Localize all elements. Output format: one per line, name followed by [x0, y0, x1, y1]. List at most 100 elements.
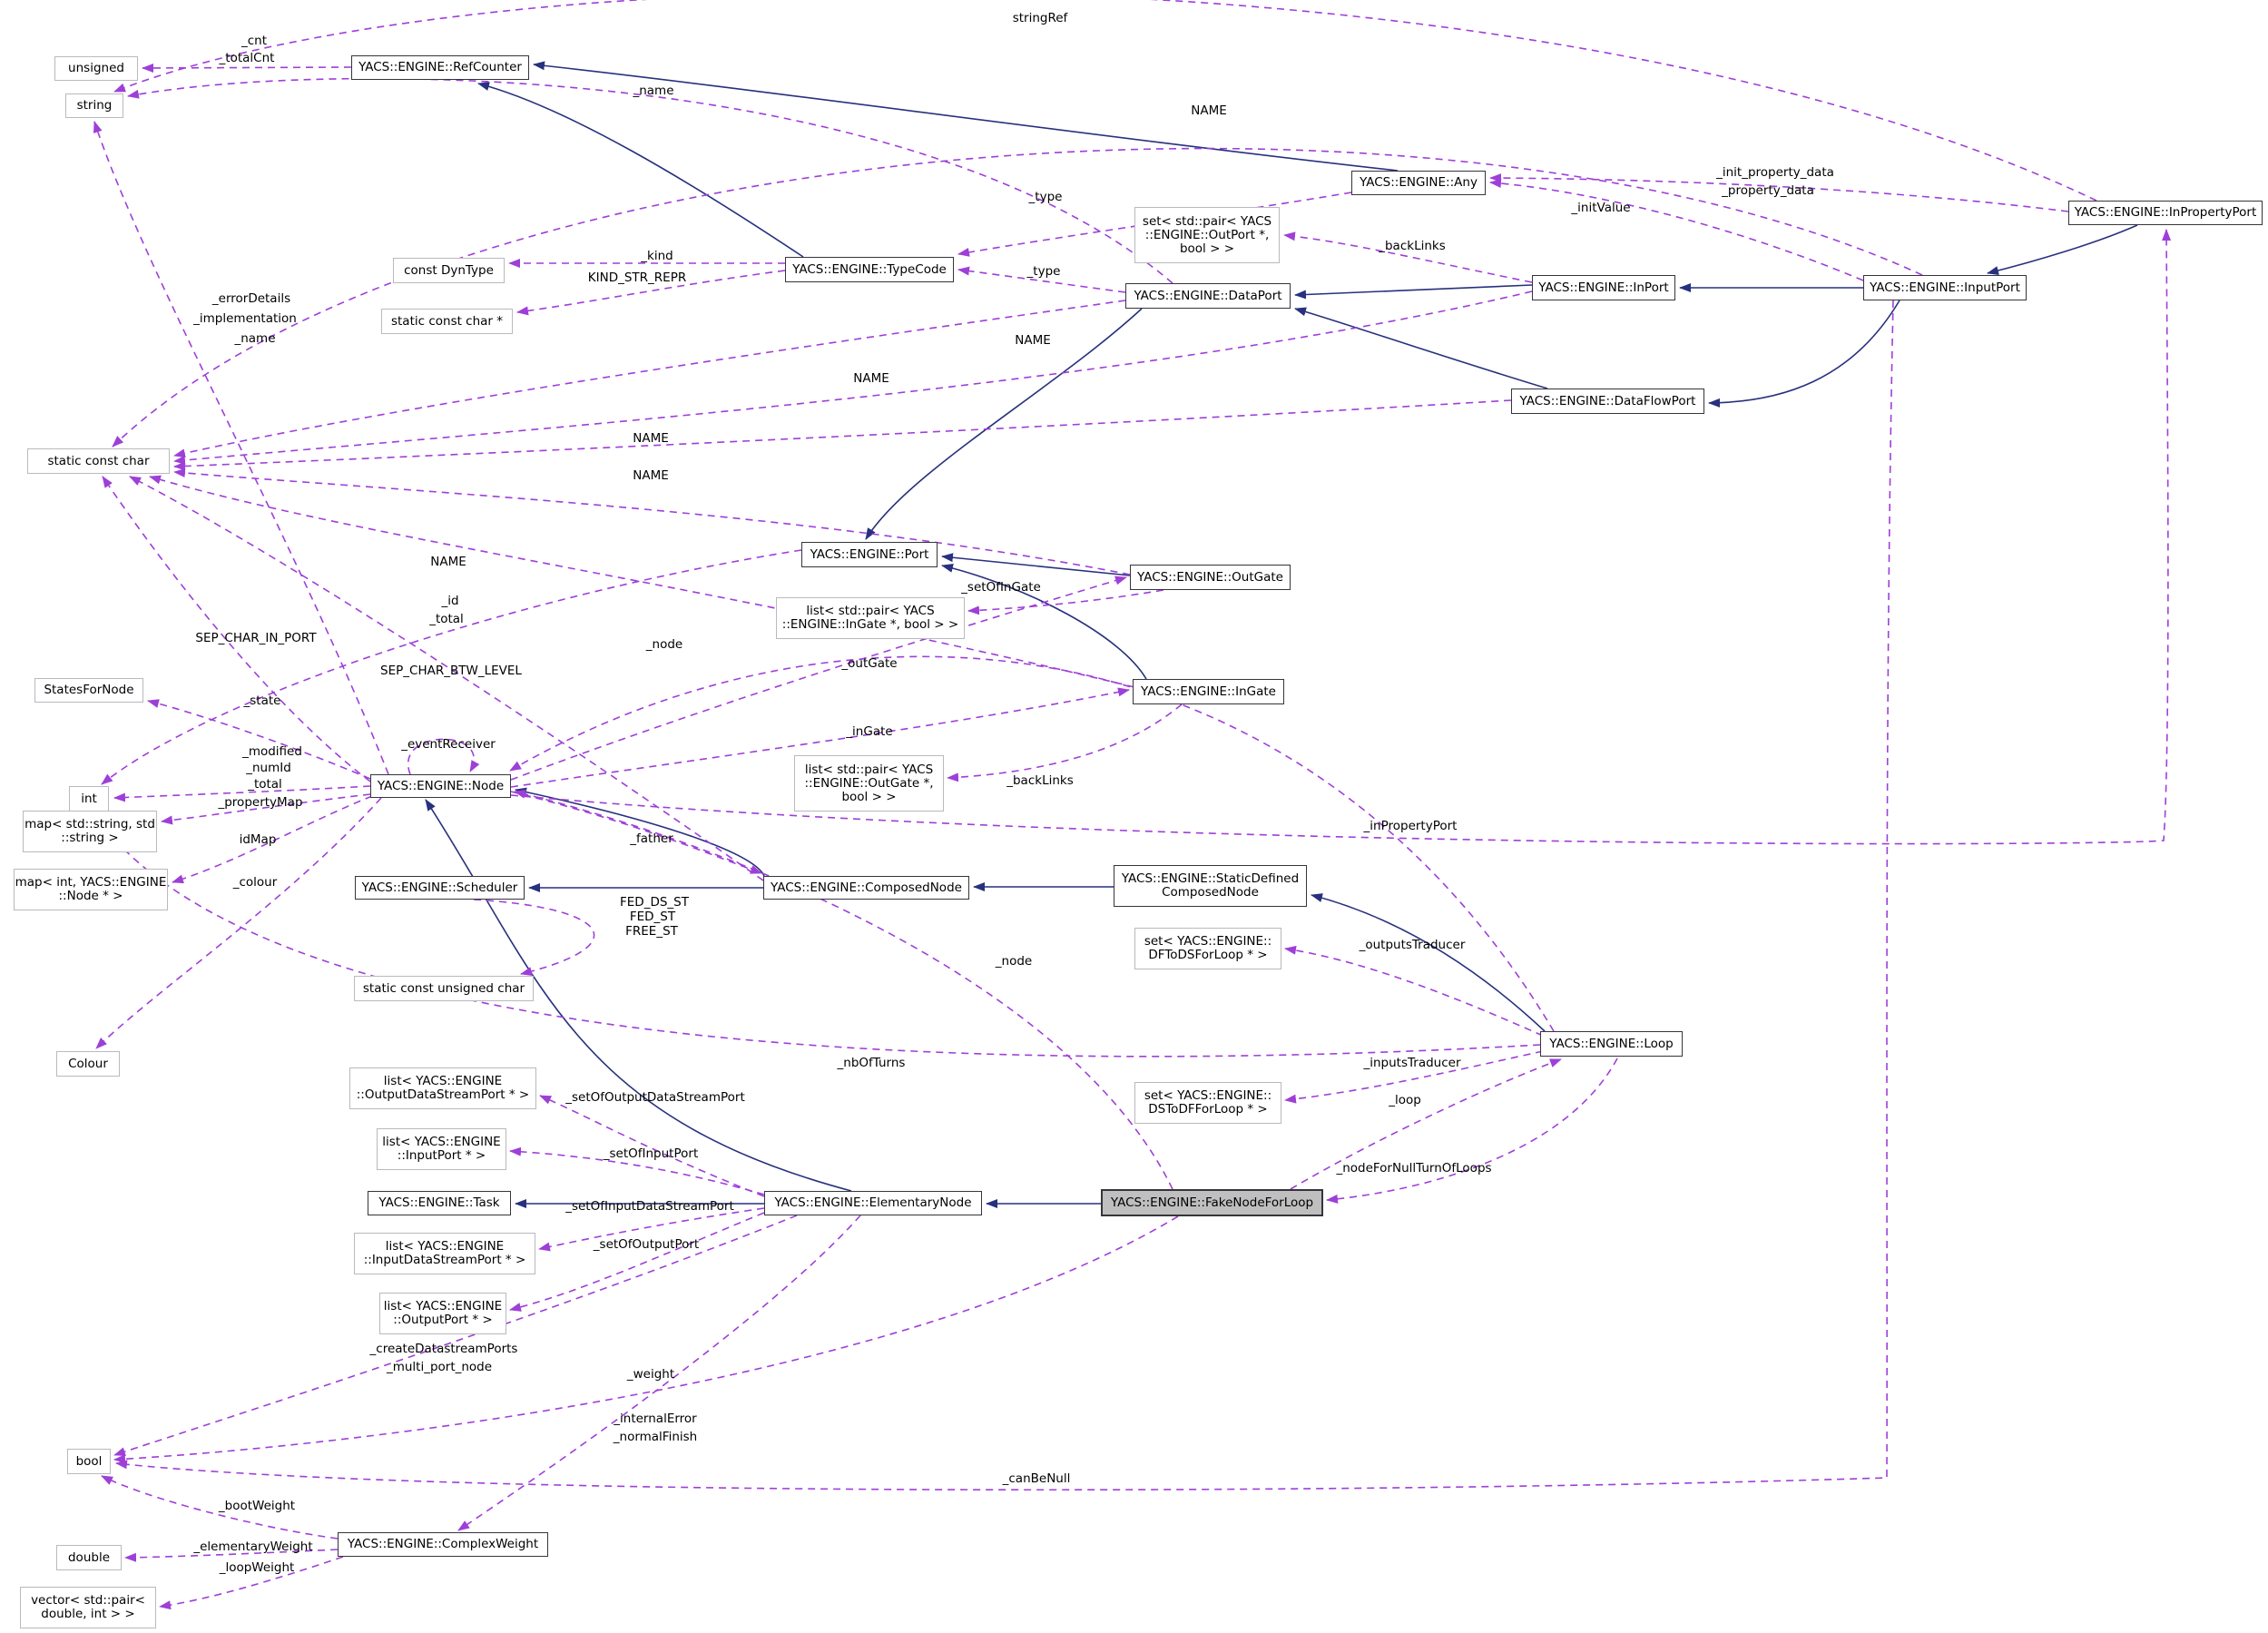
class-box-task[interactable]: YACS::ENGINE::Task	[368, 1191, 511, 1215]
box-label-line: ComposedNode	[1162, 885, 1259, 900]
usage-edge-inport-to-setoutportbool	[1283, 231, 1533, 283]
usage-edge-port-to-int	[101, 549, 802, 785]
box-label-line: YACS::ENGINE::TypeCode	[792, 261, 947, 277]
edge-label-type-1: _type	[1028, 190, 1063, 204]
box-label-line: set< YACS::ENGINE::	[1144, 934, 1272, 949]
class-box-complexweight[interactable]: YACS::ENGINE::ComplexWeight	[338, 1532, 548, 1557]
edge-label-NAME-1: NAME	[1191, 103, 1227, 118]
class-box-outgate[interactable]: YACS::ENGINE::OutGate	[1130, 565, 1291, 590]
edge-label-inGate: _inGate	[846, 724, 893, 739]
box-label-line: list< YACS::ENGINE	[385, 1239, 505, 1254]
edge-label-inputsTraducer: _inputsTraducer	[1363, 1056, 1461, 1070]
type-box-unsigned: unsigned	[54, 56, 138, 81]
edge-label-initValue: _initValue	[1571, 201, 1631, 215]
type-box-map2: map< int, YACS::ENGINE::Node * >	[14, 869, 168, 910]
usage-edge-outgate-to-staticconstchar	[173, 468, 1131, 575]
edge-label-backLinks-2: _backLinks	[1006, 773, 1074, 788]
box-label-line: ::Node * >	[58, 889, 123, 903]
class-box-port[interactable]: YACS::ENGINE::Port	[801, 542, 938, 567]
usage-edge-node-to-int	[113, 785, 371, 802]
type-box-vectorpair: vector< std::pair<double, int > >	[20, 1587, 156, 1628]
edge-label-FED-ST: FED_ST	[629, 910, 676, 924]
class-box-node[interactable]: YACS::ENGINE::Node	[370, 774, 511, 798]
type-box-listoutputdatastreamport: list< YACS::ENGINE::OutputDataStreamPort…	[349, 1067, 536, 1109]
type-box-bool: bool	[67, 1449, 111, 1474]
class-box-inpropertyport[interactable]: YACS::ENGINE::InPropertyPort	[2068, 201, 2263, 225]
box-label-line: YACS::ENGINE::Task	[378, 1195, 500, 1210]
class-box-elementarynode[interactable]: YACS::ENGINE::ElementaryNode	[764, 1191, 982, 1215]
inheritance-edge-outgate-to-port	[941, 553, 1131, 576]
class-box-inputport[interactable]: YACS::ENGINE::InputPort	[1863, 275, 2027, 300]
class-box-fakenodeforloop[interactable]: YACS::ENGINE::FakeNodeForLoop	[1101, 1189, 1323, 1216]
class-box-ingate[interactable]: YACS::ENGINE::InGate	[1133, 679, 1284, 704]
box-label-line: list< std::pair< YACS	[806, 604, 935, 618]
edge-label-createDatastreamPorts: _createDatastreamPorts	[369, 1342, 518, 1356]
edge-label-errorDetails: _errorDetails	[211, 291, 291, 306]
edge-label-NAME-5: NAME	[633, 468, 669, 483]
edge-label-backLinks-1: _backLinks	[1379, 239, 1446, 253]
usage-edge-node-to-outgate	[510, 575, 1127, 781]
box-label-line: ::ENGINE::InGate *, bool > >	[781, 617, 959, 632]
class-box-loop[interactable]: YACS::ENGINE::Loop	[1540, 1031, 1683, 1057]
edge-label-property-data: _property_data	[1722, 183, 1814, 198]
box-label-line: list< YACS::ENGINE	[382, 1135, 501, 1149]
class-box-refcounter[interactable]: YACS::ENGINE::RefCounter	[351, 55, 529, 80]
box-label-line: YACS::ENGINE::FakeNodeForLoop	[1110, 1195, 1314, 1210]
usage-edge-dataport-to-staticconstchar	[173, 300, 1126, 458]
type-box-setdftods: set< YACS::ENGINE::DFToDSForLoop * >	[1134, 928, 1281, 969]
usage-edge-ingate-to-listoutgatebool	[947, 703, 1183, 782]
box-label-line: set< YACS::ENGINE::	[1144, 1088, 1272, 1103]
class-box-inport[interactable]: YACS::ENGINE::InPort	[1532, 275, 1675, 300]
box-label-line: YACS::ENGINE::Any	[1360, 175, 1478, 190]
usage-edge-outgate-to-listingatebool	[967, 589, 1164, 615]
box-label-line: ::OutputDataStreamPort * >	[356, 1087, 530, 1102]
class-box-dataport[interactable]: YACS::ENGINE::DataPort	[1125, 283, 1291, 309]
type-box-constdyntype: const DynType	[393, 258, 505, 283]
box-label-line: double, int > >	[41, 1607, 135, 1621]
edge-label-nodeForNullTurnOfLoops: _nodeForNullTurnOfLoops	[1336, 1161, 1492, 1176]
type-box-staticconstunsignedchar: static const unsigned char	[354, 976, 534, 1001]
usage-edge-typecode-to-staticconstcharstar	[516, 270, 786, 316]
usage-edge-any-to-typecode	[957, 192, 1352, 257]
type-box-listoutgatebool: list< std::pair< YACS::ENGINE::OutGate *…	[794, 755, 944, 812]
box-label-line: const DynType	[404, 262, 494, 278]
class-box-composednode[interactable]: YACS::ENGINE::ComposedNode	[763, 876, 969, 900]
edge-label-FREE-ST: FREE_ST	[625, 924, 678, 939]
usage-edge-inport-to-staticconstchar	[173, 290, 1533, 465]
box-label-line: YACS::ENGINE::ComplexWeight	[347, 1537, 539, 1551]
usage-edge-elementarynode-to-bool	[113, 1215, 798, 1456]
box-label-line: YACS::ENGINE::DataFlowPort	[1519, 393, 1696, 408]
box-label-line: vector< std::pair<	[31, 1593, 145, 1608]
class-box-dataflowport[interactable]: YACS::ENGINE::DataFlowPort	[1511, 389, 1704, 414]
class-box-any[interactable]: YACS::ENGINE::Any	[1351, 171, 1486, 195]
usage-edge-node-to-string	[93, 121, 389, 775]
edge-label-implementation: _implementation	[193, 311, 297, 326]
box-label-line: double	[67, 1549, 110, 1565]
inheritance-edge-loop-to-staticdefined	[1311, 893, 1546, 1032]
edge-label-father: _father	[630, 831, 673, 846]
edge-label-bootWeight: _bootWeight	[218, 1499, 296, 1513]
usage-edge-node-to-map1	[161, 793, 371, 825]
edge-label-stringRef: stringRef	[1012, 11, 1068, 25]
box-label-line: list< YACS::ENGINE	[383, 1299, 503, 1313]
edge-label-modified: _modified	[242, 744, 302, 759]
inheritance-edge-inpropertyport-to-inputport	[1987, 224, 2138, 275]
edge-label-propertyMap: _propertyMap	[218, 795, 303, 810]
edge-label-numId: _numId	[246, 761, 291, 775]
class-box-typecode[interactable]: YACS::ENGINE::TypeCode	[785, 257, 954, 282]
usage-edge-node-to-map2	[172, 795, 373, 884]
box-label-line: ::ENGINE::OutPort *,	[1144, 227, 1270, 242]
type-box-map1: map< std::string, std::string >	[23, 811, 157, 852]
edge-label-SEP-CHAR-BTW-LEVEL: SEP_CHAR_BTW_LEVEL	[380, 664, 522, 678]
edge-label-NAME-3: NAME	[853, 371, 889, 386]
class-box-scheduler[interactable]: YACS::ENGINE::Scheduler	[355, 876, 525, 900]
usage-edge-node-to-ingate	[510, 687, 1130, 788]
usage-edge-elementarynode-to-listinputdatastreamport	[538, 1207, 765, 1252]
usage-edge-node-to-statesfornode	[147, 699, 371, 780]
usage-edge-node-to-colour	[95, 797, 382, 1049]
inheritance-edge-typecode-to-refcounter	[477, 82, 804, 258]
edge-label-NAME-6: NAME	[430, 555, 466, 569]
edge-label-canBeNull: _canBeNull	[1002, 1471, 1071, 1486]
